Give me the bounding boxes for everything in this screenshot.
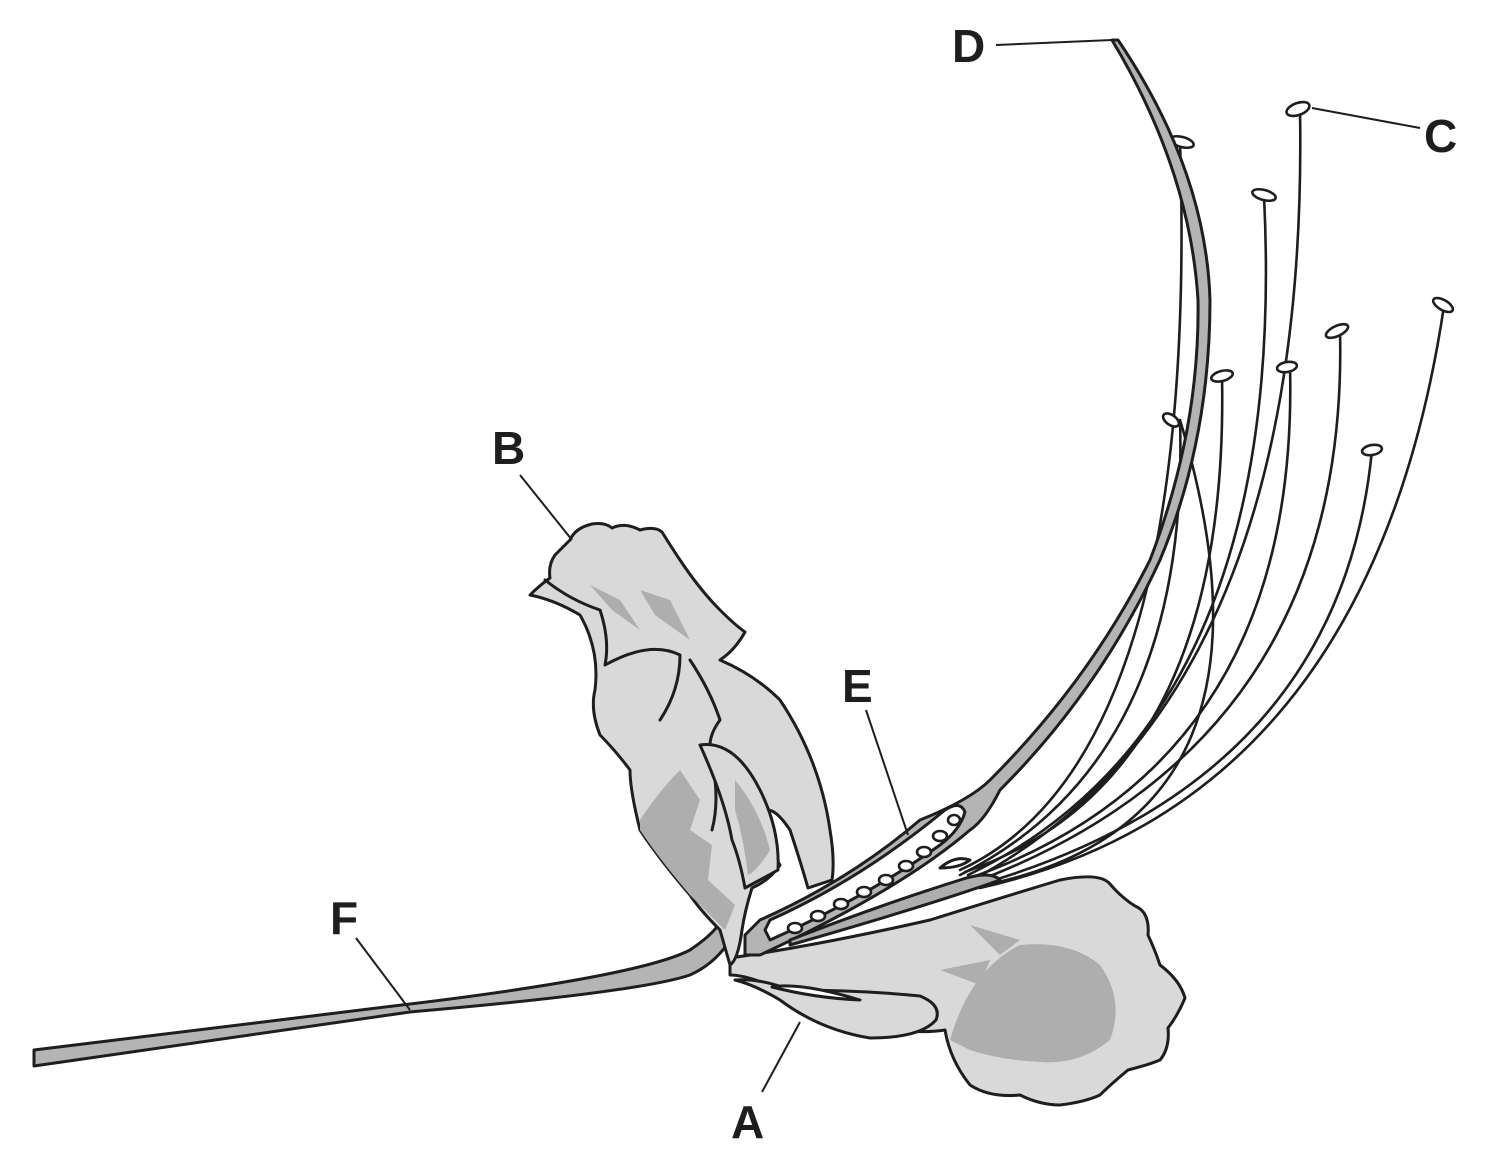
label-e: E: [842, 660, 873, 712]
stamens: [958, 100, 1455, 890]
anther: [1161, 412, 1181, 428]
leader-line-b: [519, 474, 573, 541]
anther: [1360, 443, 1384, 457]
anther: [1324, 322, 1350, 340]
labels: A B C D E F: [330, 20, 1457, 1148]
leader-line-c: [1311, 107, 1421, 129]
label-a: A: [731, 1096, 764, 1148]
label-c: C: [1424, 110, 1457, 162]
pistil: [743, 38, 1212, 957]
anther: [1209, 369, 1235, 383]
label-d: D: [952, 20, 985, 72]
leader-line-e: [865, 709, 909, 836]
anther: [1275, 360, 1299, 374]
leader-line-a: [761, 1021, 801, 1093]
leader-line-f: [355, 937, 411, 1011]
sepal: [733, 978, 939, 1040]
label-f: F: [330, 892, 358, 944]
anther: [1431, 296, 1455, 314]
standard-petal: [528, 522, 835, 967]
anther: [1251, 187, 1277, 203]
leader-lines: [355, 39, 1421, 1093]
pedicel: [32, 923, 728, 1068]
ovules: [786, 813, 962, 935]
anther: [1285, 100, 1311, 118]
leader-line-d: [995, 39, 1113, 46]
label-b: B: [492, 422, 525, 474]
lower-petal: [728, 875, 1187, 1107]
